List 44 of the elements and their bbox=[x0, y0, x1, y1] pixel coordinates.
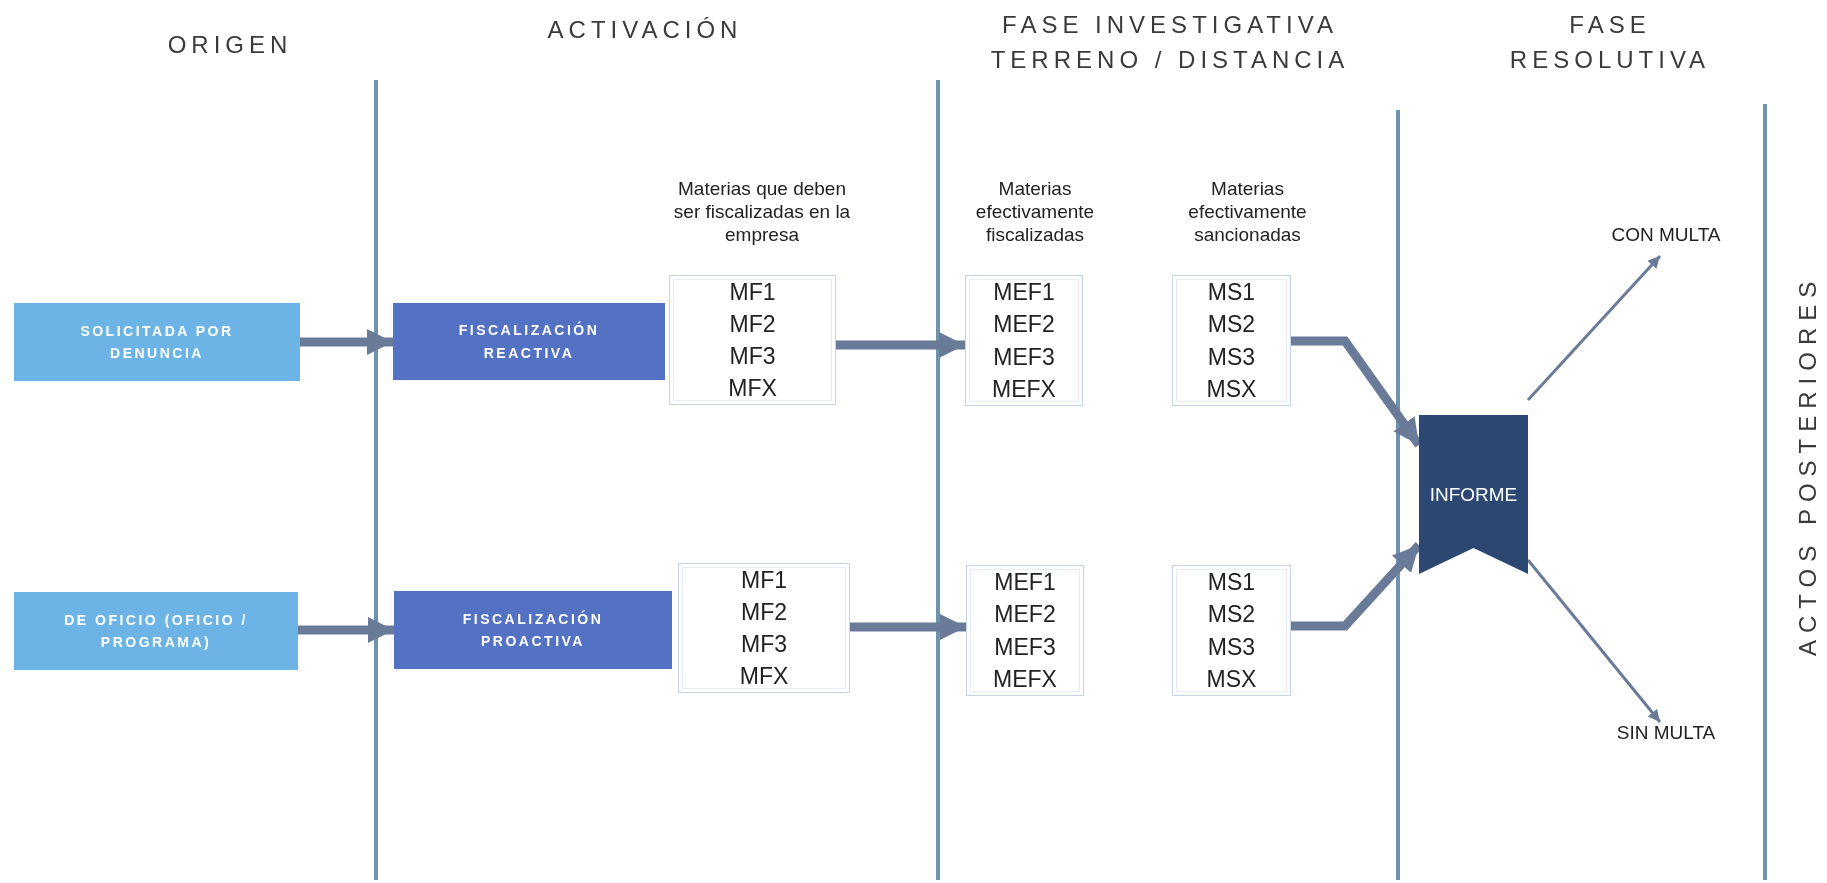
list-item: MF2 bbox=[741, 597, 787, 627]
list-item: MEF3 bbox=[993, 342, 1055, 372]
list-heading: Materias que deben ser fiscalizadas en la empresa bbox=[672, 178, 852, 247]
arrow bbox=[298, 617, 394, 643]
list-item: MS2 bbox=[1207, 600, 1256, 630]
list-item: MEFX bbox=[992, 374, 1056, 404]
column-heading: ORIGEN bbox=[166, 30, 294, 60]
list-item: MEF1 bbox=[993, 278, 1055, 308]
activation-box: FISCALIZACIÓN REACTIVA bbox=[393, 303, 665, 380]
arrow bbox=[1526, 255, 1662, 401]
column-heading: FASE RESOLUTIVA bbox=[1508, 10, 1712, 75]
list-item: MEF1 bbox=[994, 568, 1056, 598]
origin-box: SOLICITADA POR DENUNCIA bbox=[14, 303, 300, 381]
arrow bbox=[300, 329, 393, 355]
list-item: MF3 bbox=[729, 342, 776, 371]
list-item: MSX bbox=[1206, 664, 1257, 694]
list-item: MEFX bbox=[993, 664, 1057, 694]
list-item: MF3 bbox=[741, 630, 787, 659]
list-item: MFX bbox=[728, 374, 777, 404]
list-item: MEF3 bbox=[994, 632, 1056, 662]
list-item: MF1 bbox=[741, 565, 787, 595]
column-heading: ACTOS POSTERIORES bbox=[1793, 273, 1822, 658]
list-item: MEF2 bbox=[994, 600, 1056, 630]
arrow bbox=[834, 332, 965, 358]
activation-box: FISCALIZACIÓN PROACTIVA bbox=[394, 591, 672, 669]
arrow bbox=[848, 614, 966, 640]
list-item: MF1 bbox=[729, 277, 776, 307]
list-item: MEF2 bbox=[993, 310, 1055, 340]
list-item: MS3 bbox=[1207, 342, 1256, 372]
list-item: MS3 bbox=[1207, 632, 1256, 662]
outcome-label: CON MULTA bbox=[1600, 224, 1732, 254]
origin-box: DE OFICIO (OFICIO / PROGRAMA) bbox=[14, 592, 298, 670]
list-item: MSX bbox=[1206, 374, 1257, 404]
list-item: MS1 bbox=[1207, 568, 1256, 598]
column-heading: FASE INVESTIGATIVA TERRENO / DISTANCIA bbox=[989, 10, 1351, 75]
list-item: MS2 bbox=[1207, 310, 1256, 340]
list-item: MS1 bbox=[1207, 278, 1256, 308]
column-heading: ACTIVACIÓN bbox=[546, 15, 744, 45]
list-heading: Materias efectivamente fiscalizadas bbox=[974, 178, 1096, 247]
report-banner: INFORME bbox=[1419, 415, 1528, 574]
list-heading: Materias efectivamente sancionadas bbox=[1187, 178, 1308, 247]
list-item: MF2 bbox=[729, 309, 776, 339]
list-item: MFX bbox=[739, 662, 789, 692]
outcome-label: SIN MULTA bbox=[1600, 722, 1732, 752]
